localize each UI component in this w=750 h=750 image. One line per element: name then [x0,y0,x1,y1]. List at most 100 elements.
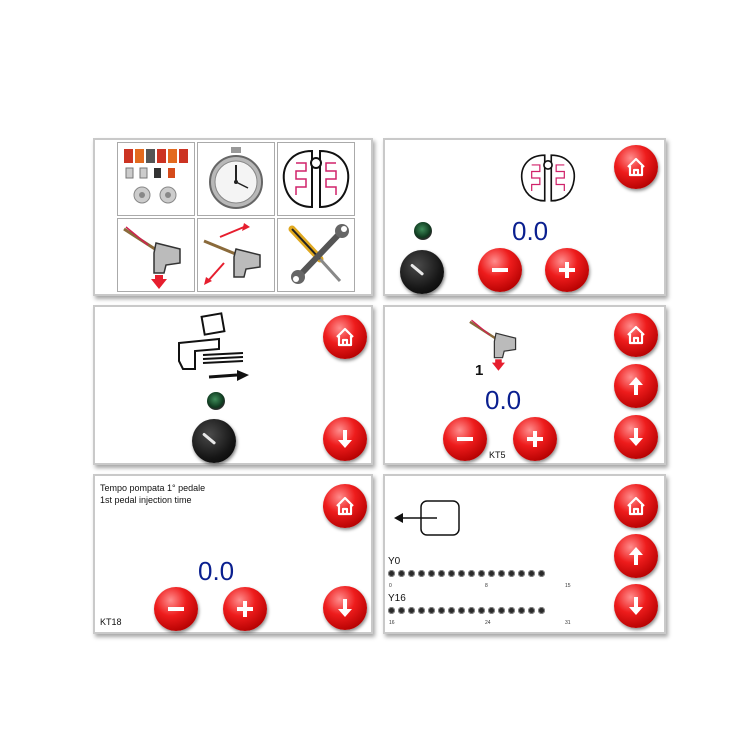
arrow-up-icon [629,547,643,565]
output-leds-row2 [388,607,545,614]
home-icon [627,157,645,177]
scroll-up-button[interactable] [614,364,658,408]
home-icon [336,327,354,347]
output-led [478,607,485,614]
output-led [508,607,515,614]
home-button[interactable] [614,313,658,357]
home-button[interactable] [323,484,367,528]
lever-move-icon [203,223,261,285]
output-led [408,607,415,614]
menu-panel [93,138,373,296]
stopwatch-icon [209,147,263,209]
arrow-down-icon [338,599,352,617]
lever-down-icon [123,226,181,289]
minus-icon [492,268,508,272]
scroll-down-button[interactable] [323,586,367,630]
plus-button[interactable] [545,248,589,292]
output-led [418,607,425,614]
output-led [498,607,505,614]
output-led [538,570,545,577]
lever-move-tile[interactable] [197,218,275,292]
scroll-down-button[interactable] [614,584,658,628]
minus-button[interactable] [154,587,198,631]
arrow-down-icon [338,430,352,448]
output-led [448,570,455,577]
mold-icon [282,149,350,209]
plus-button[interactable] [223,587,267,631]
value-display: 0.0 [485,385,522,415]
selector-knob[interactable] [192,419,236,463]
output-led [408,570,415,577]
row1-tick-end: 15 [565,583,571,589]
tools-icon [288,224,349,284]
output-led [488,570,495,577]
output-led [538,607,545,614]
minus-icon [457,437,473,441]
parameter-title-it: Tempo pompata 1° pedale [100,483,206,493]
output-led [428,607,435,614]
home-button[interactable] [614,145,658,189]
output-led [418,570,425,577]
output-led [448,607,455,614]
status-led [414,222,432,240]
output-led [518,607,525,614]
output-led [388,607,395,614]
io-panel: Y0 0 8 15 Y16 16 24 31 [383,474,666,634]
output-led [458,570,465,577]
lever-down-tile[interactable] [117,218,195,292]
arrow-down-icon [629,597,643,615]
output-led [388,570,395,577]
home-button[interactable] [323,315,367,359]
output-led [468,570,475,577]
value-display: 0.0 [198,556,235,586]
timer-tile[interactable] [197,142,275,216]
row1-tick-mid: 8 [485,583,488,589]
home-icon [627,496,645,516]
output-led [488,607,495,614]
row2-tick-start: 16 [389,620,395,626]
lever-down-icon [469,319,517,371]
mold-icon [520,154,576,202]
row2-tick-end: 31 [565,620,571,626]
scroll-up-button[interactable] [614,534,658,578]
minus-icon [168,607,184,611]
back-arrow-icon[interactable] [391,498,461,538]
kt18-panel: Tempo pompata 1° pedale 1st pedal inject… [93,474,373,634]
minus-button[interactable] [443,417,487,461]
scroll-down-button[interactable] [323,417,367,461]
switches-icon [124,149,188,204]
switches-tile[interactable] [117,142,195,216]
row2-label: Y16 [388,593,406,604]
home-button[interactable] [614,484,658,528]
scroll-down-button[interactable] [614,415,658,459]
output-led [398,607,405,614]
plus-icon [527,431,543,447]
tools-tile[interactable] [277,218,355,292]
mold-panel: 0.0 [383,138,666,296]
transfer-panel [93,305,373,465]
output-led [528,607,535,614]
output-led [438,607,445,614]
value-display: 0.0 [512,216,549,246]
arrow-up-icon [629,377,643,395]
output-led [398,570,405,577]
output-led [508,570,515,577]
plus-button[interactable] [513,417,557,461]
output-led [518,570,525,577]
step-number: 1 [475,362,484,379]
output-led [498,570,505,577]
home-icon [627,325,645,345]
row1-tick-start: 0 [389,583,392,589]
row2-tick-mid: 24 [485,620,491,626]
output-leds-row1 [388,570,545,577]
minus-button[interactable] [478,248,522,292]
arrow-down-icon [629,428,643,446]
plus-icon [237,601,253,617]
home-icon [336,496,354,516]
parameter-title-en: 1st pedal injection time [100,495,192,505]
output-led [478,570,485,577]
output-led [428,570,435,577]
selector-knob[interactable] [400,250,444,294]
mold-tile[interactable] [277,142,355,216]
row1-label: Y0 [388,556,401,567]
